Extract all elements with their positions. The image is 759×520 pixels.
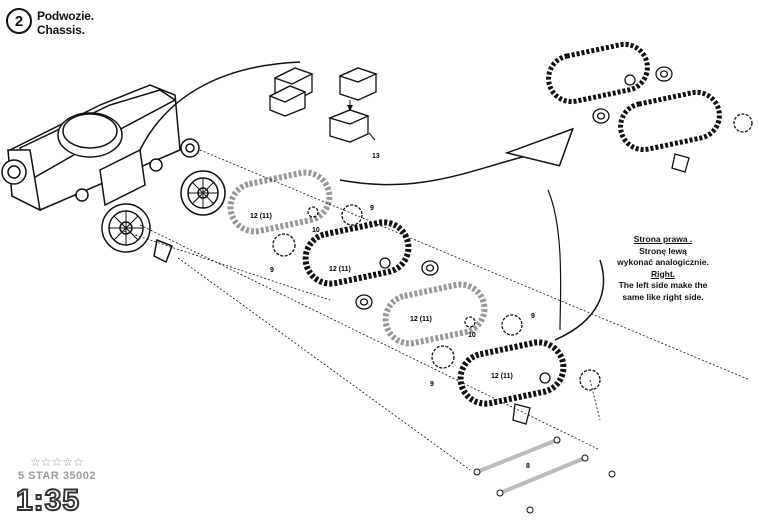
part-label-12-c: 12 (11) — [410, 316, 432, 323]
part-label-12-b: 12 (11) — [329, 266, 351, 273]
part-label-12-a: 12 (11) — [250, 213, 272, 220]
part-label-10-a: 10 — [312, 227, 320, 234]
step-number: 2 — [14, 12, 24, 30]
step-number-badge: 2 — [6, 8, 32, 34]
rating-stars-icon: ☆☆☆☆☆ — [30, 455, 84, 469]
part-label-8: 8 — [526, 463, 530, 470]
step-title: Podwozie. Chassis. — [37, 9, 94, 37]
note-left-side-pl-1: Stronę lewą — [639, 245, 687, 256]
note-left-side-pl-2: wykonać analogicznie. — [617, 257, 709, 267]
part-label-9-d: 9 — [430, 381, 434, 388]
brand-name: 5 STAR 35002 — [18, 470, 96, 482]
sprockets — [272, 113, 753, 391]
part-label-13: 13 — [372, 153, 380, 160]
step-title-pl: Podwozie. — [37, 9, 94, 23]
track-bars — [476, 438, 586, 495]
scale-label: 1:35 — [15, 483, 81, 518]
instruction-note: Strona prawa . Stronę lewą wykonać analo… — [598, 234, 728, 303]
rollers — [355, 66, 690, 425]
part-label-9-c: 9 — [531, 313, 535, 320]
part-label-9-a: 9 — [370, 205, 374, 212]
note-left-side-en-1: The left side make the — [618, 280, 708, 290]
part-label-9-b: 9 — [270, 267, 274, 274]
note-right-side-pl: Strona prawa . — [633, 234, 693, 244]
note-right-en: Right. — [650, 268, 676, 279]
part-label-10-b: 10 — [468, 332, 476, 339]
step-title-en: Chassis. — [37, 23, 85, 37]
box-parts — [268, 67, 378, 143]
note-left-side-en-2: same like right side. — [622, 291, 704, 302]
hull-body — [1, 84, 181, 212]
part-label-12-d: 12 (11) — [491, 373, 513, 380]
track-links — [227, 41, 722, 407]
